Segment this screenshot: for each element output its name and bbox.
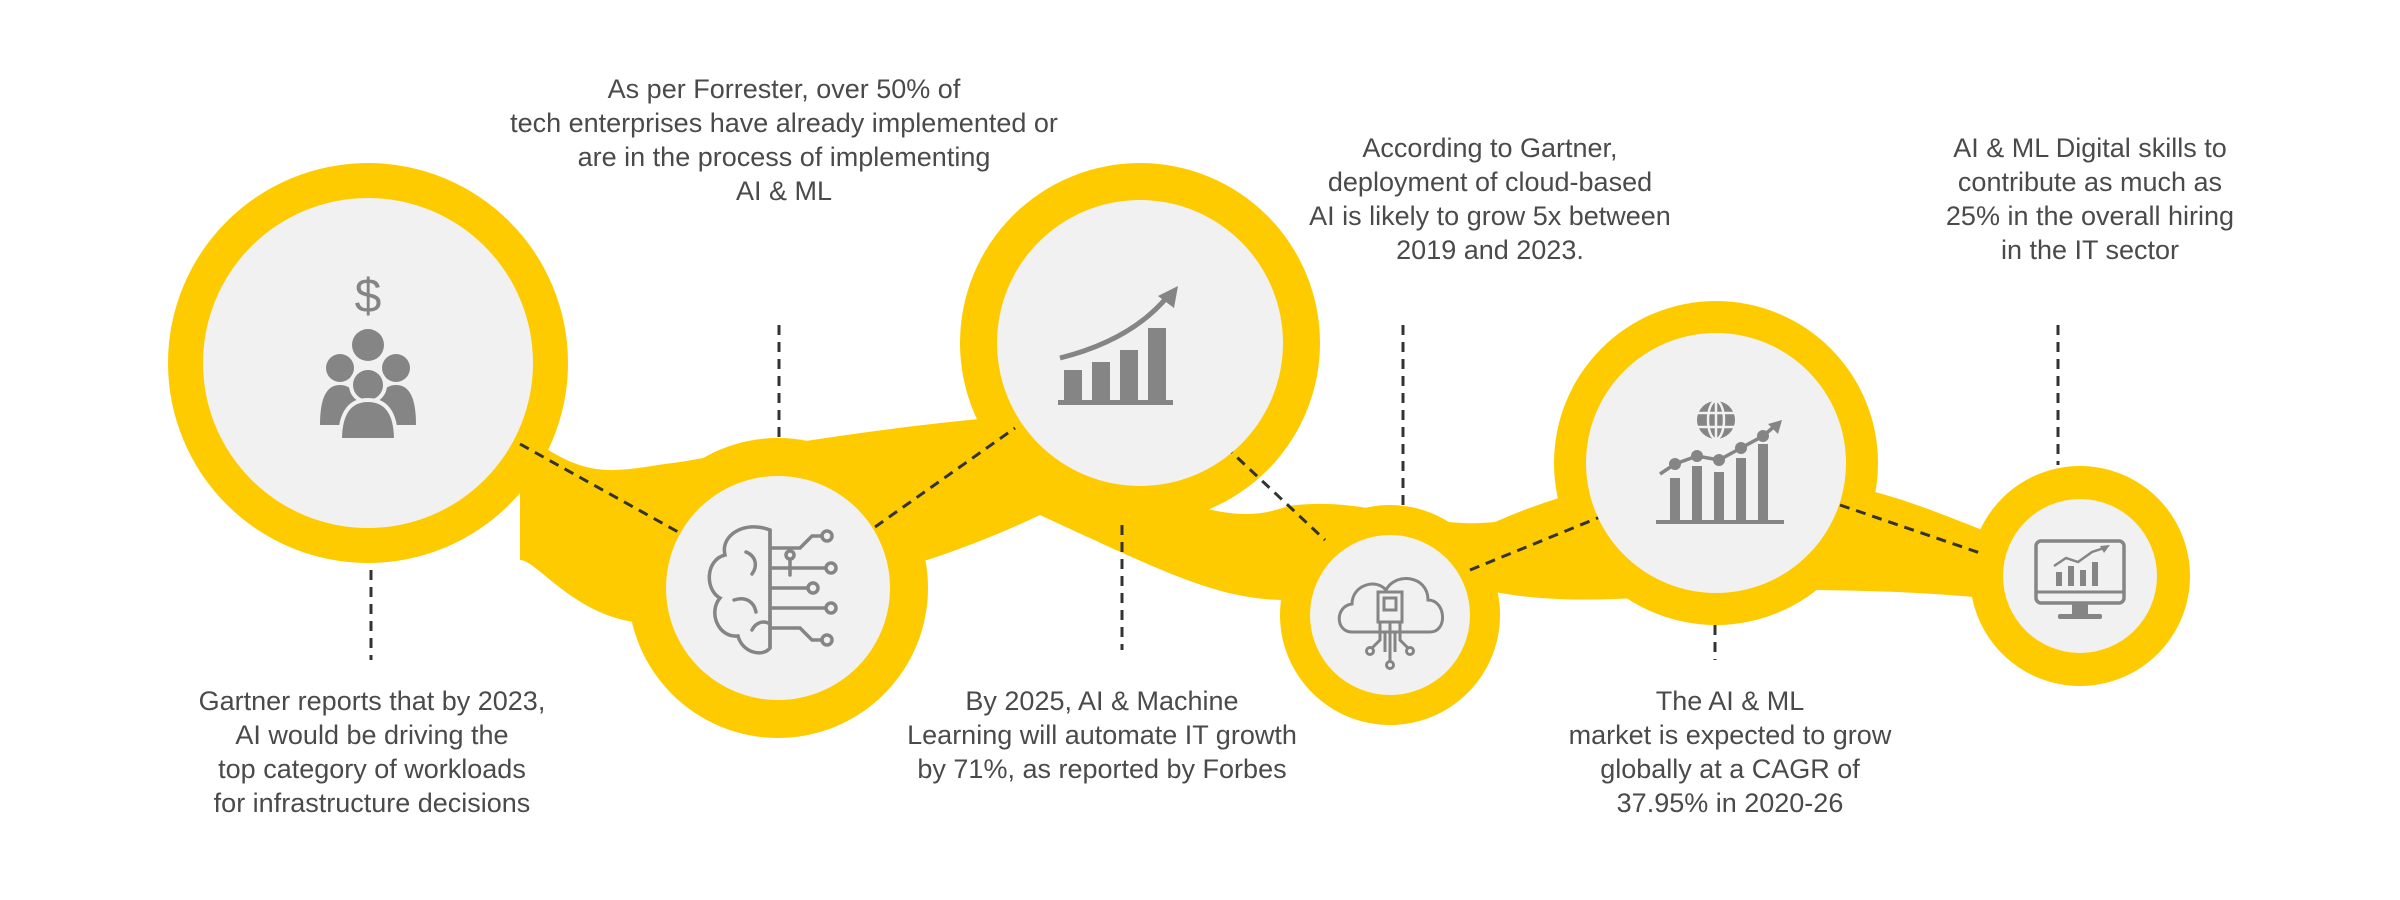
caption-node-1: Gartner reports that by 2023, AI would b… <box>162 684 582 820</box>
brain-circuit-icon <box>707 525 838 655</box>
connector-2-3 <box>874 426 1016 529</box>
node-1-disc <box>203 198 533 528</box>
caption-line: for infrastructure decisions <box>213 788 531 818</box>
node-4-disc <box>1310 535 1470 695</box>
caption-line: According to Gartner, <box>1362 133 1618 163</box>
cloud-chip-icon <box>1337 577 1444 670</box>
monitor-chart-icon <box>2034 539 2126 619</box>
caption-node-3: By 2025, AI & Machine Learning will auto… <box>872 684 1332 786</box>
caption-line: AI & ML Digital skills to <box>1953 133 2227 163</box>
caption-line: 2019 and 2023. <box>1396 235 1584 265</box>
node-3-disc <box>997 200 1283 486</box>
people-dollar-icon: $ <box>320 270 416 442</box>
caption-line: As per Forrester, over 50% of <box>607 74 961 104</box>
growth-chart-icon <box>1058 286 1178 405</box>
caption-line: in the IT sector <box>2000 235 2180 265</box>
caption-line: By 2025, AI & Machine <box>965 686 1239 716</box>
caption-line: market is expected to grow <box>1568 720 1892 750</box>
caption-node-5: The AI & ML market is expected to grow g… <box>1520 684 1940 820</box>
caption-line: 37.95% in 2020-26 <box>1616 788 1844 818</box>
caption-line: 25% in the overall hiring <box>1945 201 2235 231</box>
caption-line: The AI & ML <box>1655 686 1805 716</box>
connector-3-4 <box>1223 444 1327 542</box>
caption-line: are in the process of implementing <box>577 142 991 172</box>
caption-line: deployment of cloud-based <box>1327 167 1653 197</box>
caption-line: top category of workloads <box>218 754 526 784</box>
connector-5-6 <box>1839 503 1981 555</box>
connector-4-5 <box>1469 515 1601 572</box>
connectors <box>369 325 2060 660</box>
caption-line: contribute as much as <box>1957 167 2223 197</box>
caption-node-2: As per Forrester, over 50% of tech enter… <box>474 72 1094 208</box>
caption-line: AI & ML <box>735 176 833 206</box>
caption-line: globally at a CAGR of <box>1600 754 1860 784</box>
caption-line: Gartner reports that by 2023, <box>198 686 546 716</box>
caption-line: by 71%, as reported by Forbes <box>917 754 1287 784</box>
globe-chart-icon <box>1656 399 1784 524</box>
caption-node-4: According to Gartner, deployment of clou… <box>1260 131 1720 267</box>
caption-line: AI is likely to grow 5x between <box>1309 201 1671 231</box>
caption-node-6: AI & ML Digital skills to contribute as … <box>1880 131 2300 267</box>
svg-text:$: $ <box>355 270 382 323</box>
connector-1-2 <box>519 442 681 535</box>
caption-line: tech enterprises have already implemente… <box>510 108 1058 138</box>
caption-line: Learning will automate IT growth <box>907 720 1297 750</box>
caption-line: AI would be driving the <box>235 720 509 750</box>
